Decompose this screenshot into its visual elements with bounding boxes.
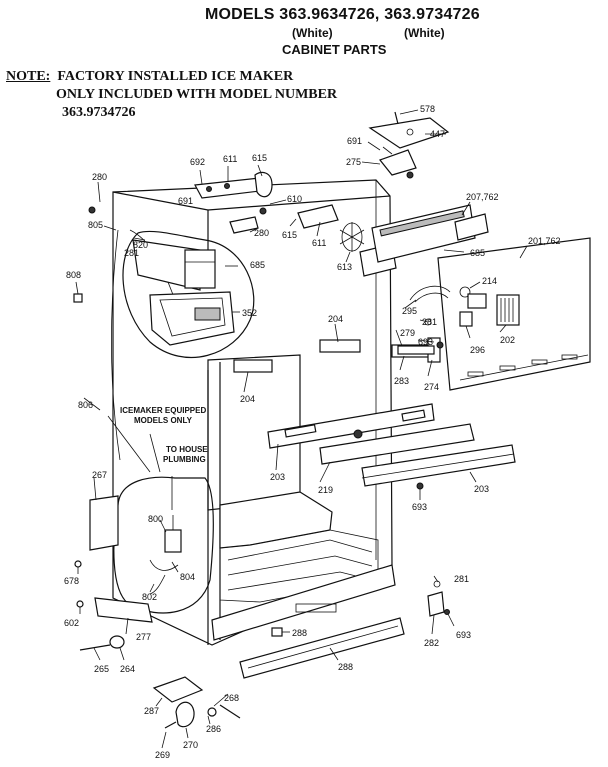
part-label-269: 269 xyxy=(155,750,170,760)
part-label-578: 578 xyxy=(420,104,435,114)
part-label-280: 280 xyxy=(92,172,107,182)
part-label-611-b: 611 xyxy=(312,238,326,248)
note-line-2: ONLY INCLUDED WITH MODEL NUMBER xyxy=(56,87,338,102)
part-label-204-b: 204 xyxy=(240,394,255,404)
plumbing-note-line-1: TO HOUSE xyxy=(166,445,208,454)
part-label-611: 611 xyxy=(223,154,237,164)
loose-parts xyxy=(73,206,450,729)
fan-motor-assembly xyxy=(297,204,489,277)
part-label-610: 610 xyxy=(287,194,302,204)
part-label-288-b: 288 xyxy=(338,662,353,672)
part-label-219: 219 xyxy=(318,485,333,495)
part-label-352: 352 xyxy=(242,308,257,318)
note-line-1: FACTORY INSTALLED ICE MAKER xyxy=(57,69,294,84)
part-label-288: 288 xyxy=(292,628,307,638)
part-label-447: 447 xyxy=(430,129,445,139)
part-label-265: 265 xyxy=(94,664,109,674)
part-label-204: 204 xyxy=(328,314,343,324)
factory-note: NOTE: FACTORY INSTALLED ICE MAKER ONLY I… xyxy=(6,68,337,122)
part-label-805: 805 xyxy=(88,220,103,230)
part-label-282: 282 xyxy=(424,638,439,648)
diagram-subtitle: CABINET PARTS xyxy=(282,42,387,57)
part-label-202: 202 xyxy=(500,335,515,345)
part-label-615-b: 615 xyxy=(282,230,297,240)
part-label-820: 820 xyxy=(133,240,148,250)
part-label-685-b: 685 xyxy=(250,260,265,270)
part-label-693-b: 693 xyxy=(412,502,427,512)
part-label-201-762: 201,762 xyxy=(528,236,561,246)
divider-rails xyxy=(233,339,516,487)
part-label-693: 693 xyxy=(418,337,433,347)
leader-lines xyxy=(75,109,528,749)
part-labels: 578 447 691 275 692 611 615 280 691 610 … xyxy=(64,104,561,760)
part-label-267: 267 xyxy=(92,470,107,480)
callout-icemaker: ICEMAKER EQUIPPED MODELS ONLY xyxy=(120,406,206,425)
part-label-281: 281 xyxy=(124,248,139,258)
part-label-287: 287 xyxy=(144,706,159,716)
icemaker-note-line-2: MODELS ONLY xyxy=(134,416,193,425)
part-label-802: 802 xyxy=(142,592,157,602)
part-label-800: 800 xyxy=(148,514,163,524)
part-label-602: 602 xyxy=(64,618,79,628)
part-label-279: 279 xyxy=(400,328,415,338)
part-label-615: 615 xyxy=(252,153,267,163)
part-label-281-c: 281 xyxy=(454,574,469,584)
part-label-613: 613 xyxy=(337,262,352,272)
part-label-203-b: 203 xyxy=(474,484,489,494)
note-label: NOTE: xyxy=(6,69,51,84)
model-color-left: (White) xyxy=(292,26,333,40)
note-line-3: 363.9734726 xyxy=(62,105,136,120)
icemaker-note-line-1: ICEMAKER EQUIPPED xyxy=(120,406,206,415)
part-label-808: 808 xyxy=(66,270,81,280)
part-label-295: 295 xyxy=(402,306,417,316)
part-label-692: 692 xyxy=(190,157,205,167)
control-panel xyxy=(391,237,591,391)
part-label-264: 264 xyxy=(120,664,135,674)
part-label-685: 685 xyxy=(470,248,485,258)
model-color-right: (White) xyxy=(404,26,445,40)
part-label-275: 275 xyxy=(346,157,361,167)
part-label-691-b: 691 xyxy=(178,196,193,206)
part-label-268: 268 xyxy=(224,693,239,703)
part-label-207-762: 207,762 xyxy=(466,192,499,202)
part-label-678: 678 xyxy=(64,576,79,586)
plumbing-note-line-2: PLUMBING xyxy=(163,455,206,464)
part-label-283: 283 xyxy=(394,376,409,386)
part-label-203: 203 xyxy=(270,472,285,482)
diagram-title: MODELS 363.9634726, 363.9734726 xyxy=(205,6,480,23)
part-label-806: 806 xyxy=(78,400,93,410)
part-label-214: 214 xyxy=(482,276,497,286)
part-label-280-b: 280 xyxy=(254,228,269,238)
part-label-270: 270 xyxy=(183,740,198,750)
part-label-296: 296 xyxy=(470,345,485,355)
top-front-bracket xyxy=(194,171,273,234)
part-label-274: 274 xyxy=(424,382,439,392)
part-label-286: 286 xyxy=(206,724,221,734)
part-label-804: 804 xyxy=(180,572,195,582)
icemaker-assembly xyxy=(122,230,255,359)
part-label-691: 691 xyxy=(347,136,362,146)
part-label-277: 277 xyxy=(136,632,151,642)
part-label-281-b: 281 xyxy=(422,317,437,327)
callout-plumbing: TO HOUSE PLUMBING xyxy=(163,445,208,464)
part-label-693-c: 693 xyxy=(456,630,471,640)
top-hinge-assembly xyxy=(368,111,450,179)
